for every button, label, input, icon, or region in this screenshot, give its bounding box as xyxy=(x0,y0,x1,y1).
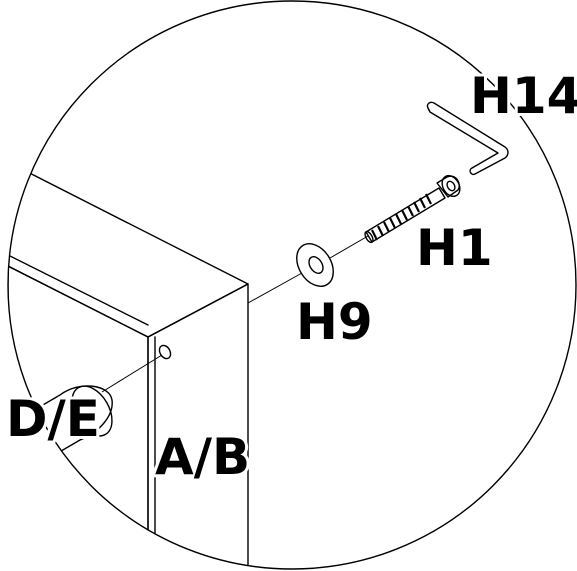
bolt-head-face xyxy=(441,174,461,198)
label-dowel: D/E xyxy=(6,390,100,448)
bolt-h1 xyxy=(364,174,461,244)
panel-hole xyxy=(158,344,172,360)
washer-inner-hole xyxy=(308,256,324,274)
bolt-threads xyxy=(371,193,432,241)
washer-outer xyxy=(296,243,334,287)
axis-washer-to-bolt xyxy=(329,235,369,259)
dowel-body xyxy=(8,385,113,476)
label-bolt: H1 xyxy=(416,219,493,277)
dowel-d-e xyxy=(8,385,113,476)
dowel-end xyxy=(71,385,113,437)
label-washer: H9 xyxy=(296,293,373,351)
washer-h9 xyxy=(296,243,334,287)
panel-side-face xyxy=(8,261,149,569)
panel-a-b xyxy=(8,157,249,569)
axis-dowel-to-hole xyxy=(101,354,163,393)
allen-key-h14 xyxy=(426,101,509,176)
allen-key-body xyxy=(426,101,509,176)
label-allen-key: H14 xyxy=(470,67,577,125)
panel-inner-edge xyxy=(8,254,149,326)
assembly-axis xyxy=(101,235,369,393)
label-panel: A/B xyxy=(155,428,250,486)
axis-panel-to-washer xyxy=(247,272,303,304)
bolt-tip xyxy=(364,230,374,244)
bolt-head-socket xyxy=(446,180,456,192)
